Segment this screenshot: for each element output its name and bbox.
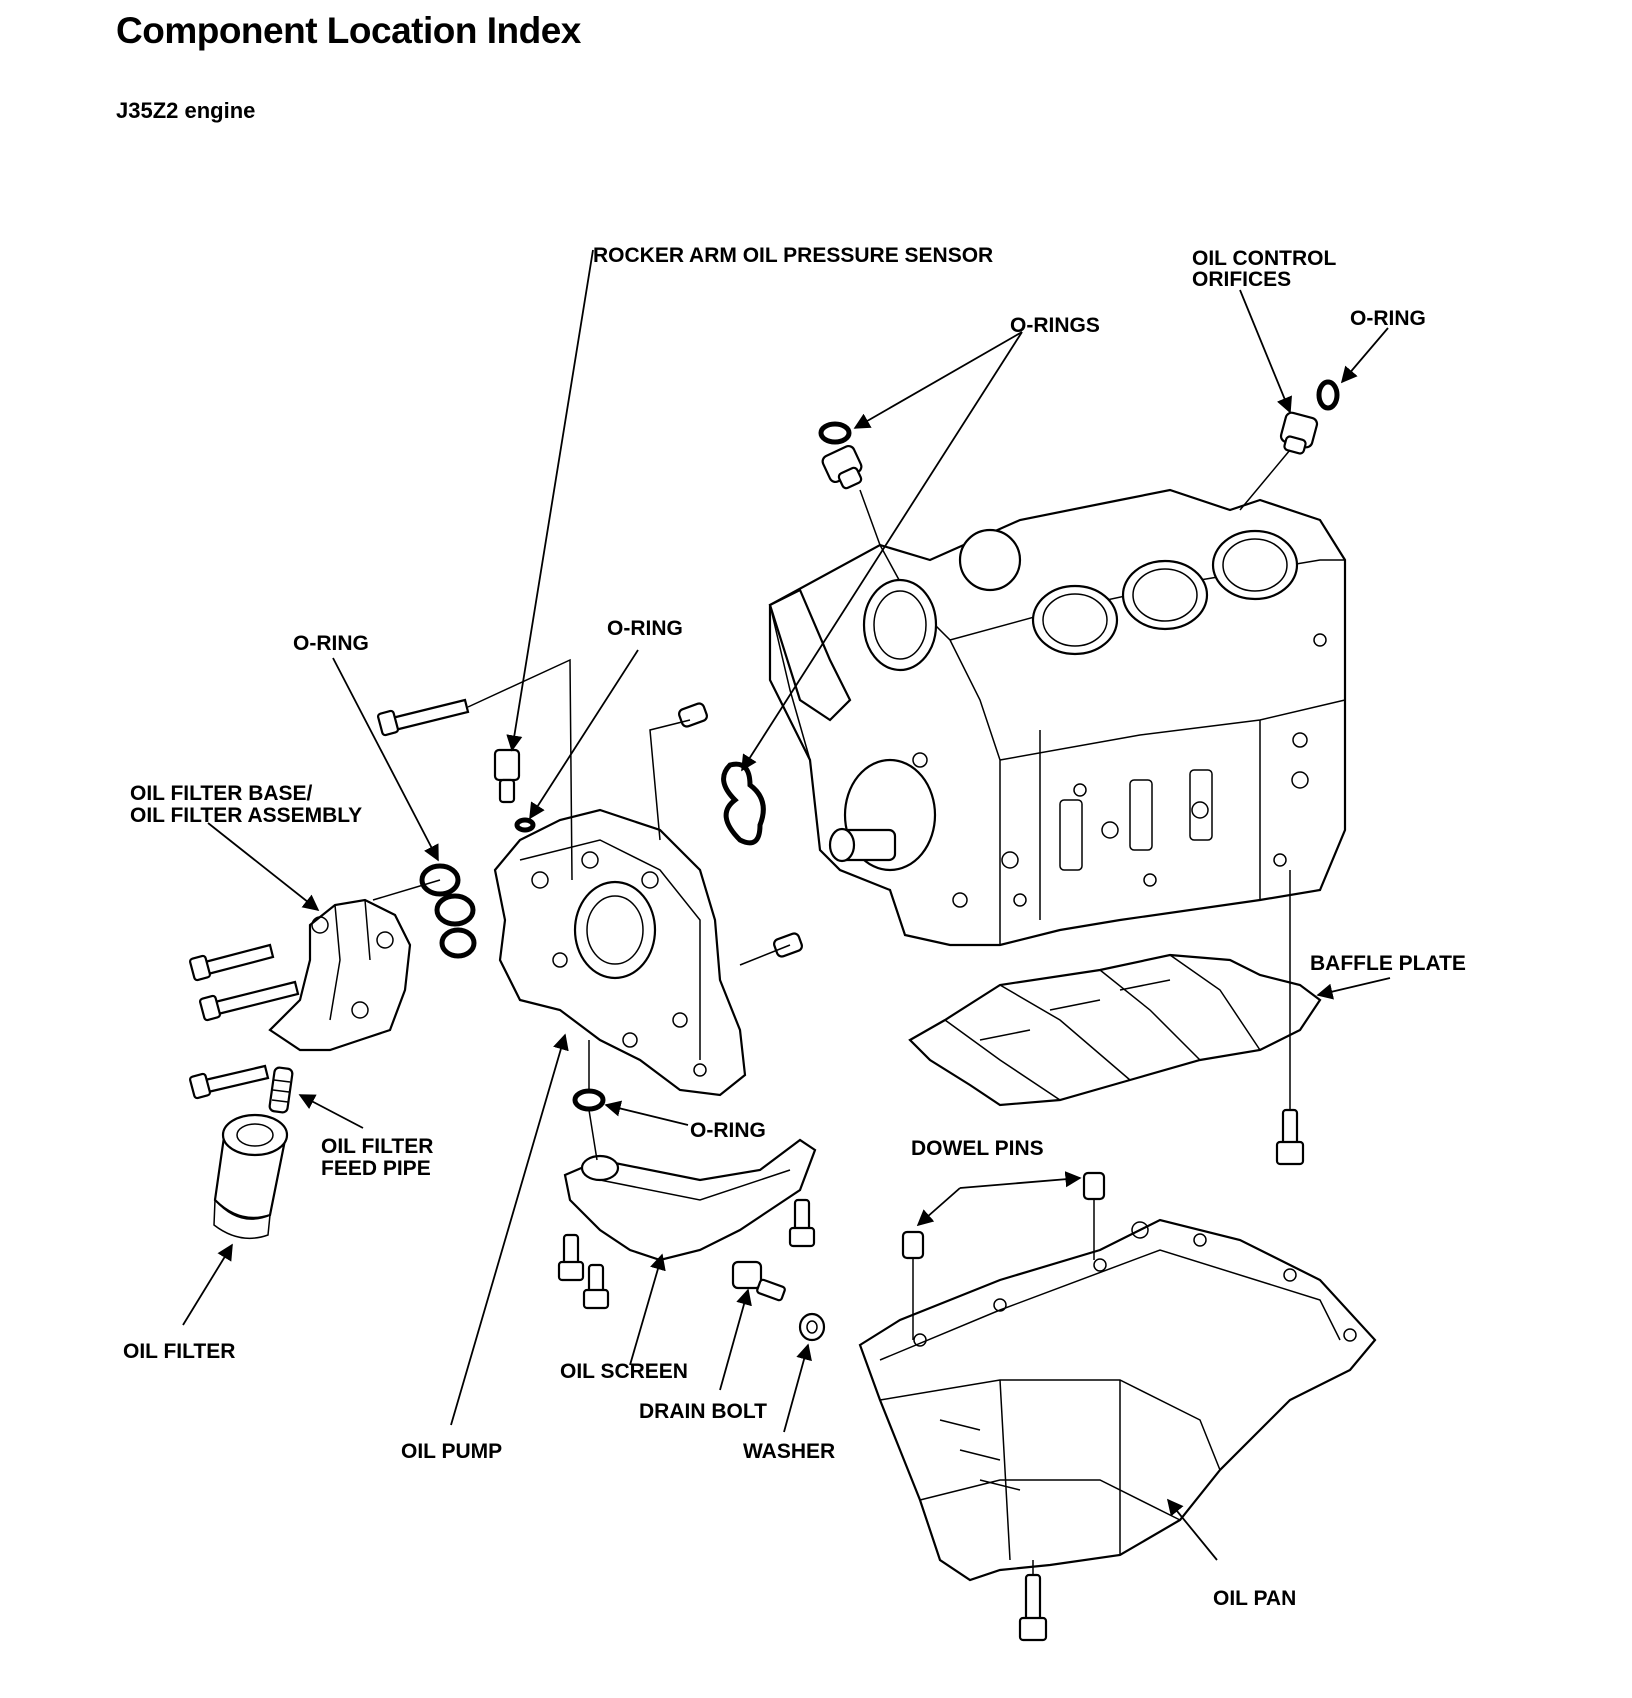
label-oil-screen: OIL SCREEN: [560, 1360, 688, 1383]
oil-pan: [858, 1218, 1377, 1582]
label-dowel-pins: DOWEL PINS: [911, 1137, 1044, 1160]
rocker-arm-oil-pressure-sensor: [493, 748, 521, 804]
o-ring-parts: [419, 379, 1340, 1112]
oil-pump: [493, 808, 747, 1097]
page-title: Component Location Index: [116, 10, 581, 51]
oil-control-orifice-left: [821, 445, 863, 490]
label-oil-filter-feed-pipe-2: FEED PIPE: [321, 1157, 431, 1180]
label-oil-pump: OIL PUMP: [401, 1440, 502, 1463]
label-oil-control-orifices-1: OIL CONTROL: [1192, 247, 1336, 270]
label-o-rings: O-RINGS: [1010, 314, 1100, 337]
label-rocker-arm-oil-pressure-sensor: ROCKER ARM OIL PRESSURE SENSOR: [593, 244, 993, 267]
label-baffle-plate: BAFFLE PLATE: [1310, 952, 1466, 975]
oil-filter: [213, 1113, 289, 1240]
label-oil-filter-feed-pipe-1: OIL FILTER: [321, 1135, 433, 1158]
label-o-ring-lower: O-RING: [690, 1119, 766, 1142]
label-oil-pan: OIL PAN: [1213, 1587, 1296, 1610]
drain-bolt: [731, 1260, 786, 1302]
leader-lines: [182, 249, 1391, 1575]
label-o-ring-left: O-RING: [293, 632, 369, 655]
page-subtitle: J35Z2 engine: [116, 98, 256, 123]
oil-filter-base: [268, 898, 412, 1052]
label-oil-filter-base-2: OIL FILTER ASSEMBLY: [130, 804, 362, 827]
mounting-bolts: [188, 698, 1305, 1642]
label-oil-filter-base-1: OIL FILTER BASE/: [130, 782, 313, 805]
label-o-ring-top-right: O-RING: [1350, 307, 1426, 330]
dowel-pins: [678, 702, 1106, 1260]
baffle-plate: [908, 953, 1322, 1107]
label-oil-control-orifices-2: ORIFICES: [1192, 268, 1291, 291]
oil-screen: [563, 1138, 817, 1262]
label-oil-filter: OIL FILTER: [123, 1340, 235, 1363]
oil-filter-feed-pipe: [268, 1066, 294, 1114]
label-washer: WASHER: [743, 1440, 835, 1463]
callout-labels: ROCKER ARM OIL PRESSURE SENSOR OIL CONTR…: [123, 244, 1466, 1610]
oil-control-orifice-right: [1279, 411, 1319, 455]
engine-block: [768, 488, 1347, 947]
washer: [798, 1312, 826, 1342]
label-o-ring-center: O-RING: [607, 617, 683, 640]
label-drain-bolt: DRAIN BOLT: [639, 1400, 767, 1423]
